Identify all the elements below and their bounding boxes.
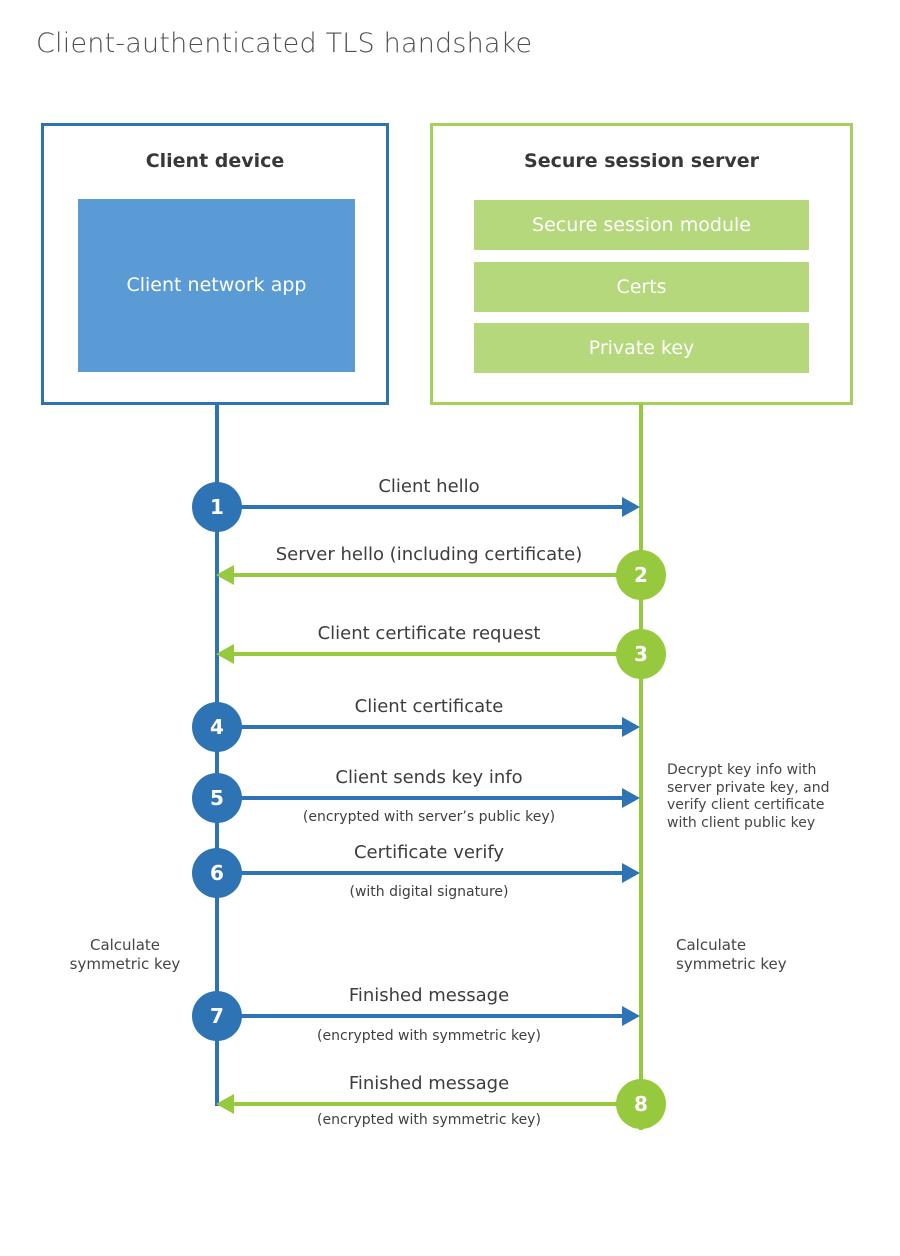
step-badge: 7 (192, 991, 242, 1041)
message-label: Finished message (348, 1073, 510, 1094)
server-lifeline (639, 404, 643, 1130)
page-title: Client-authenticated TLS handshake (36, 28, 533, 59)
message-arrow (217, 725, 622, 729)
arrowhead-left-icon (216, 1094, 234, 1114)
step-badge: 6 (192, 848, 242, 898)
arrowhead-left-icon (216, 644, 234, 664)
client-network-app-box: Client network app (78, 199, 355, 372)
server-module-bar-certs: Certs (474, 262, 809, 312)
server-decrypt-note: Decrypt key info with server private key… (667, 762, 830, 831)
message-arrow (234, 1102, 641, 1106)
server-box: Secure session server Secure session mod… (430, 123, 853, 405)
message-sublabel: (encrypted with server’s public key) (302, 809, 556, 825)
step-badge: 5 (192, 773, 242, 823)
message-sublabel: (encrypted with symmetric key) (317, 1028, 541, 1044)
message-arrow (234, 652, 641, 656)
message-arrow (217, 1014, 622, 1018)
client-calc-note: Calculate symmetric key (69, 936, 181, 973)
message-arrow (217, 871, 622, 875)
server-module-bar-private-key: Private key (474, 323, 809, 373)
arrowhead-right-icon (622, 788, 640, 808)
message-label: Client certificate request (317, 623, 541, 644)
server-calc-note: Calculate symmetric key (676, 936, 787, 973)
arrowhead-left-icon (216, 565, 234, 585)
step-badge: 3 (616, 629, 666, 679)
message-label: Server hello (including certificate) (275, 544, 583, 565)
message-sublabel: (encrypted with symmetric key) (317, 1112, 541, 1128)
message-arrow (217, 505, 622, 509)
message-label: Client certificate (354, 696, 504, 717)
arrowhead-right-icon (622, 1006, 640, 1026)
client-device-box: Client device Client network app (41, 123, 389, 405)
message-label: Client sends key info (335, 767, 523, 788)
arrowhead-right-icon (622, 863, 640, 883)
message-label: Finished message (348, 985, 510, 1006)
arrowhead-right-icon (622, 717, 640, 737)
message-arrow (217, 796, 622, 800)
server-title: Secure session server (524, 150, 759, 172)
client-device-title: Client device (145, 150, 285, 172)
step-badge: 4 (192, 702, 242, 752)
step-badge: 2 (616, 550, 666, 600)
step-badge: 1 (192, 482, 242, 532)
message-label: Client hello (378, 476, 480, 497)
server-module-bar-secure-session: Secure session module (474, 200, 809, 250)
arrowhead-right-icon (622, 497, 640, 517)
step-badge: 8 (616, 1079, 666, 1129)
message-label: Certificate verify (353, 842, 505, 863)
client-lifeline (215, 404, 219, 1106)
message-arrow (234, 573, 641, 577)
message-sublabel: (with digital signature) (349, 884, 509, 900)
